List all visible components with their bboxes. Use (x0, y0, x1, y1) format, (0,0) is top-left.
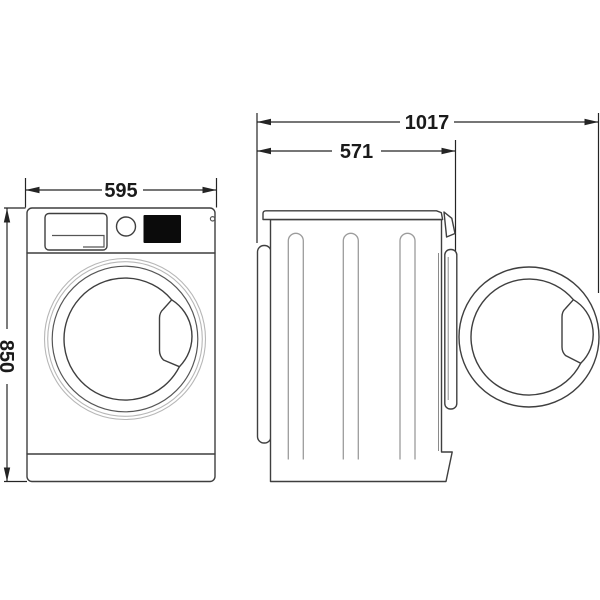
front-height-value: 850 (0, 340, 17, 373)
arrowhead-left (25, 186, 40, 194)
front-strip-profile (444, 248, 458, 410)
depth-door-open-value: 1017 (405, 112, 450, 134)
open-door-side (458, 266, 600, 408)
arrowhead-right (441, 147, 456, 155)
rear-panel-bulge (256, 244, 272, 444)
arrowhead-right (202, 186, 217, 194)
detergent-drawer (44, 212, 108, 251)
dimension-depth-door-open: 1017 (256, 112, 600, 293)
door-outer-trim-inner (47, 261, 203, 417)
side-view (256, 210, 600, 483)
side-rib (399, 232, 416, 460)
arrowhead-up (3, 208, 11, 223)
door-handle (561, 299, 594, 364)
side-rib (287, 232, 304, 460)
door-inner-ring (470, 278, 582, 396)
arrowhead-down (3, 467, 11, 482)
arrowhead-left (257, 118, 271, 126)
worktop-lid (262, 210, 444, 221)
control-panel-profile (443, 211, 456, 238)
drawer-handle-groove (52, 234, 105, 248)
power-indicator-dot (209, 216, 216, 222)
door-handle (158, 299, 193, 368)
door-ring (51, 265, 199, 413)
dimension-depth: 571 (257, 140, 457, 253)
front-view (26, 207, 216, 483)
front-width-value: 595 (104, 180, 137, 202)
arrowhead-right (584, 118, 599, 126)
door-outer-ring (458, 266, 600, 408)
side-rib (342, 232, 359, 460)
dimension-front-height: 850 (0, 207, 27, 483)
dimension-front-width: 595 (24, 178, 218, 208)
side-cabinet (269, 218, 453, 483)
arrowhead-left (257, 147, 271, 155)
depth-value: 571 (340, 141, 373, 163)
program-knob (115, 216, 137, 237)
door-glass-ring (63, 277, 181, 401)
door-outer-trim (43, 257, 207, 421)
display-screen (143, 215, 181, 243)
porthole-door-front (43, 257, 207, 421)
